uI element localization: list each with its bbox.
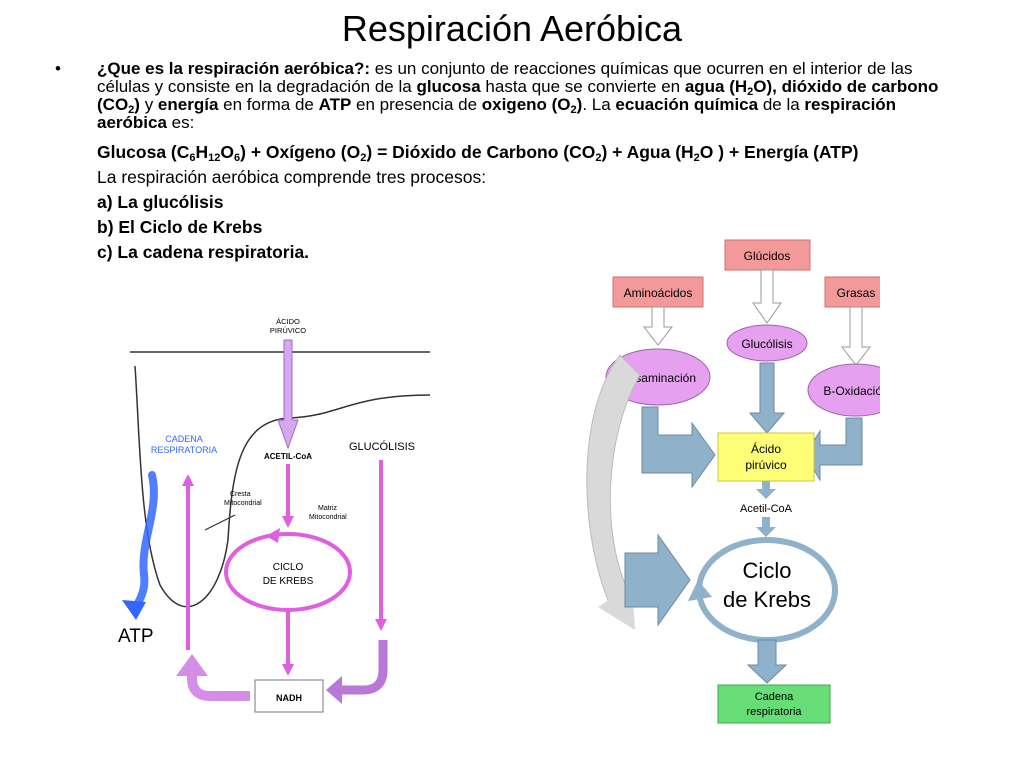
cadena-respiratoria-label: CADENA bbox=[165, 434, 203, 444]
cadena-respiratoria-label-2: respiratoria bbox=[746, 706, 802, 718]
acido-piruvico-label: ÁCIDO bbox=[276, 317, 300, 326]
krebs-cycle-label-2: de Krebs bbox=[723, 587, 811, 612]
acido-piruvico-label-2: PIRÚVICO bbox=[270, 326, 306, 335]
chemical-equation: Glucosa (C6H12O6) + Oxígeno (O2) = Dióxi… bbox=[97, 142, 859, 164]
slide-title: Respiración Aeróbica bbox=[341, 8, 683, 49]
desaminacion-to-acido-arrow bbox=[641, 406, 716, 489]
metabolism-diagram: Glúcidos Aminoácidos Grasas Glucólisis D… bbox=[586, 239, 880, 724]
glucolisis-to-nadh-arrowhead bbox=[326, 676, 342, 704]
process-krebs: b) El Ciclo de Krebs bbox=[97, 217, 263, 237]
krebs-to-cadena-arrow bbox=[746, 639, 788, 684]
cadena-respiratoria-label: Cadena bbox=[755, 691, 794, 703]
nadh-return-arrow bbox=[187, 675, 250, 701]
krebs-cycle-label-2: DE KREBS bbox=[263, 576, 314, 587]
process-glucolisis: a) La glucólisis bbox=[97, 192, 224, 212]
glucolisis-oval-label: Glucólisis bbox=[741, 337, 792, 351]
boxidacion-oval-label: B-Oxidación bbox=[823, 384, 880, 398]
aminoacidos-down-arrow bbox=[642, 306, 674, 346]
nadh-box bbox=[254, 679, 324, 713]
matriz-label: Matriz bbox=[318, 505, 338, 512]
glucidos-label: Glúcidos bbox=[744, 249, 791, 263]
krebs-cycle-arrowhead bbox=[688, 580, 712, 601]
nadh-return-arrowhead bbox=[176, 654, 208, 676]
cresta-label: Cresta bbox=[230, 491, 251, 498]
krebs-cycle-label: CICLO bbox=[273, 562, 304, 573]
cadena-respiratoria-label-2: RESPIRATORIA bbox=[151, 445, 217, 455]
acido-piruvico-label-2: pirúvico bbox=[745, 458, 787, 472]
process-cadena: c) La cadena respiratoria. bbox=[97, 242, 310, 262]
acido-piruvico-box bbox=[717, 432, 815, 482]
boxidacion-oval bbox=[807, 363, 880, 417]
glucolisis-oval bbox=[726, 324, 808, 362]
krebs-cycle-label: Ciclo bbox=[743, 558, 792, 583]
matriz-label-2: Mitocondrial bbox=[309, 514, 347, 521]
acetil-coa-label: Acetil-CoA bbox=[740, 503, 793, 515]
atp-label: ATP bbox=[118, 626, 154, 647]
slide-content: • ¿Que es la respiración aeróbica?: es u… bbox=[55, 60, 965, 265]
aminoacidos-box bbox=[612, 276, 704, 308]
mitochondria-diagram: ÁCIDO PIRÚVICO ACETIL-CoA Cresta Mitocon… bbox=[118, 317, 431, 713]
grasas-down-arrow bbox=[840, 306, 872, 366]
nadh-label: NADH bbox=[276, 693, 302, 703]
cresta-label-2: Mitocondrial bbox=[224, 500, 262, 507]
glucolisis-label: GLUCÓLISIS bbox=[349, 440, 415, 453]
piruvico-down-arrow bbox=[277, 339, 299, 450]
mitochondrial-membrane bbox=[130, 351, 431, 608]
electron-flow-arrow bbox=[130, 471, 158, 614]
cresta-pointer bbox=[204, 514, 236, 531]
acido-to-acetil-arrow bbox=[756, 481, 776, 499]
glucidos-down-arrow bbox=[752, 269, 782, 324]
electron-flow-arrowhead bbox=[122, 600, 146, 620]
grasas-label: Grasas bbox=[837, 286, 876, 300]
glucolisis-to-acido-arrow bbox=[748, 362, 786, 434]
glucolisis-to-nadh-arrow bbox=[340, 640, 388, 695]
bullet-marker: • bbox=[55, 59, 61, 78]
acido-piruvico-label: Ácido bbox=[751, 441, 781, 456]
processes-intro: La respiración aeróbica comprende tres p… bbox=[97, 167, 487, 187]
grasas-box bbox=[824, 276, 880, 308]
glucidos-box bbox=[724, 239, 811, 271]
definition-paragraph: ¿Que es la respiración aeróbica?: es un … bbox=[97, 59, 939, 132]
cadena-respiratoria-box bbox=[717, 684, 831, 724]
aminoacidos-label: Aminoácidos bbox=[624, 286, 693, 300]
krebs-cycle-arrowhead bbox=[266, 528, 280, 543]
side-to-krebs-arrow bbox=[624, 533, 691, 627]
acetil-coa-label: ACETIL-CoA bbox=[264, 452, 312, 461]
acetil-to-krebs-arrow bbox=[756, 517, 776, 537]
